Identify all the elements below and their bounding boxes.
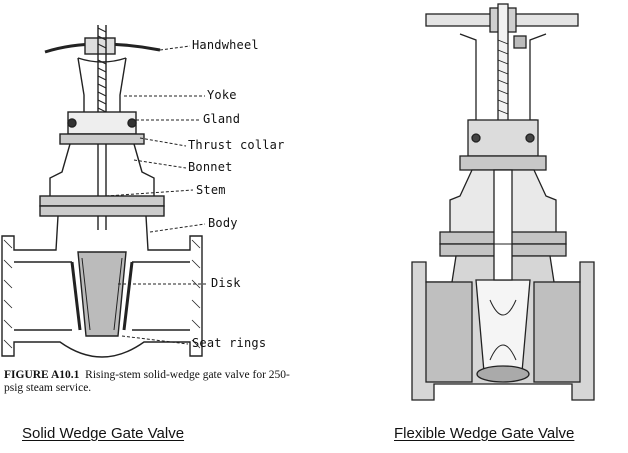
callout-seat-rings: Seat rings	[192, 336, 267, 350]
figure-label: FIGURE A10.1	[4, 369, 80, 381]
callout-thrust-collar: Thrust collar	[188, 138, 285, 152]
callout-yoke: Yoke	[207, 88, 237, 102]
figure-caption: FIGURE A10.1 Rising-stem solid-wedge gat…	[4, 369, 294, 395]
caption-solid-wedge: Solid Wedge Gate Valve	[22, 425, 185, 442]
callout-body: Body	[208, 216, 238, 230]
callout-stem: Stem	[196, 183, 226, 197]
callout-bonnet: Bonnet	[188, 160, 233, 174]
caption-flexible-wedge: Flexible Wedge Gate Valve	[394, 425, 575, 442]
figure-text: Rising-stem solid-wedge gate valve for 2…	[4, 369, 290, 394]
solid-wedge-valve-drawing	[1, 25, 208, 358]
callout-handwheel: Handwheel	[192, 38, 259, 52]
solid-wedge-valve-figure: Handwheel Yoke Gland Thrust collar Bonne…	[0, 0, 300, 453]
callout-disk: Disk	[211, 276, 241, 290]
flexible-wedge-valve-figure	[390, 0, 628, 453]
flexible-wedge-valve-drawing	[411, 3, 595, 401]
callout-gland: Gland	[203, 112, 241, 126]
